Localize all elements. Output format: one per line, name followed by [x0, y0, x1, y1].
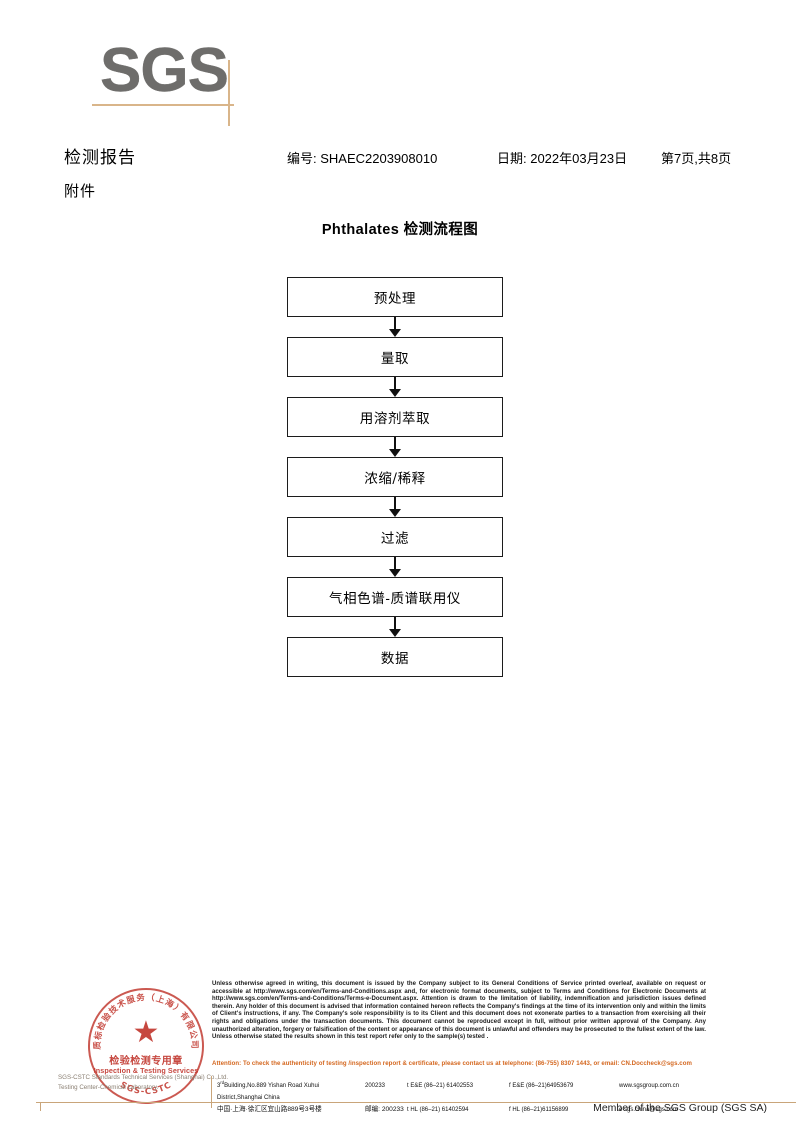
- page-indicator: 第7页,共8页: [661, 151, 732, 166]
- footer-address-row-cn: 中国·上海·徐汇区宜山路889号3号楼 邮编: 200233 t HL (86–…: [217, 1104, 797, 1117]
- zip-cn: 邮编: 200233: [365, 1106, 404, 1113]
- official-seal-stamp: 质标检验技术服务（上海）有限公司 SGS-CSTC ★ 检验检测专用章 Insp…: [84, 984, 208, 1108]
- flowchart-title: Phthalates 检测流程图: [321, 222, 479, 238]
- star-icon: ★: [132, 1016, 160, 1049]
- attachment-label: 附件: [64, 182, 97, 200]
- flow-step-7: 数据: [287, 637, 503, 677]
- report-date: 日期: 2022年03月23日: [497, 151, 628, 166]
- seal-arc-text: 质标检验技术服务（上海）有限公司 SGS-CSTC: [92, 992, 199, 1096]
- zip-en: 200233: [365, 1083, 386, 1089]
- flowchart: 预处理 量取 用溶剂萃取 浓缩/稀释 过滤 气相色谱-质谱联用仪 数据: [287, 277, 503, 677]
- attention-notice: Attention: To check the authenticity of …: [212, 1060, 692, 1067]
- footer-vertical-divider: [211, 1076, 213, 1108]
- flow-arrow-2: [287, 377, 503, 397]
- address-en: 3rdBuilding,No.889 Yishan Road Xuhui Dis…: [217, 1080, 320, 1101]
- report-number: 编号: SHAEC2203908010: [287, 151, 438, 166]
- website-link[interactable]: www.sgsgroup.com.cn: [619, 1083, 680, 1089]
- flow-arrow-6: [287, 617, 503, 637]
- page-title: 检测报告: [64, 148, 136, 168]
- company-watermark-line2: Testing Center-Chemical Laboratory.: [58, 1084, 159, 1091]
- flow-arrow-1: [287, 317, 503, 337]
- company-watermark: SGS-CSTC Standards Technical Services (S…: [58, 1073, 238, 1093]
- sgs-logo: SGS: [92, 36, 245, 126]
- flow-arrow-5: [287, 557, 503, 577]
- footer-horizontal-rule: [36, 1102, 796, 1104]
- flow-step-2: 量取: [287, 337, 503, 377]
- logo-horizontal-rule: [92, 104, 234, 106]
- legal-terms-text: Unless otherwise agreed in writing, this…: [212, 981, 706, 1041]
- flow-step-1: 预处理: [287, 277, 503, 317]
- member-of-group-text: Member of the SGS Group (SGS SA): [593, 1102, 767, 1114]
- flow-step-5: 过滤: [287, 517, 503, 557]
- flow-step-4: 浓缩/稀释: [287, 457, 503, 497]
- email-link[interactable]: e sgs.china@sgs.com: [619, 1107, 678, 1113]
- flow-arrow-3: [287, 437, 503, 457]
- flow-arrow-4: [287, 497, 503, 517]
- tel-ee: t E&E (86–21) 61402553: [407, 1083, 474, 1089]
- fax-ee: f E&E (86–21)64953679: [509, 1083, 574, 1089]
- seal-center-en: Inspection & Testing Services: [93, 1066, 199, 1075]
- tel-hl: t HL (86–21) 61402594: [407, 1107, 469, 1113]
- company-watermark-line1: SGS-CSTC Standards Technical Services (S…: [58, 1074, 229, 1081]
- footer-rule-tick: [40, 1102, 42, 1111]
- footer-address-row-en: 3rdBuilding,No.889 Yishan Road Xuhui Dis…: [217, 1077, 797, 1104]
- logo-vertical-rule: [228, 60, 230, 126]
- flow-step-6: 气相色谱-质谱联用仪: [287, 577, 503, 617]
- sgs-logo-text: SGS: [100, 36, 229, 105]
- footer: Unless otherwise agreed in writing, this…: [0, 975, 800, 1131]
- address-cn: 中国·上海·徐汇区宜山路889号3号楼: [217, 1106, 322, 1113]
- fax-hl: f HL (86–21)61156899: [509, 1107, 569, 1113]
- flow-step-3: 用溶剂萃取: [287, 397, 503, 437]
- seal-center-cn: 检验检测专用章: [109, 1056, 183, 1067]
- footer-address-block: 3rdBuilding,No.889 Yishan Road Xuhui Dis…: [217, 1077, 797, 1117]
